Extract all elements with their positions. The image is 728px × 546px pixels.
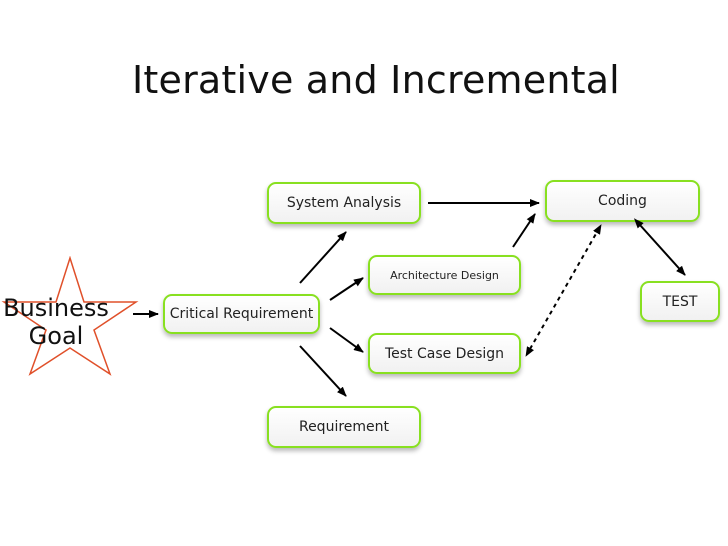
business-goal-line1: Business: [3, 294, 109, 322]
critical-requirement-node: Critical Requirement: [163, 294, 320, 334]
arrow-architecture-to-coding: [512, 213, 536, 248]
test-node: TEST: [640, 281, 720, 322]
business-goal-star: [1, 256, 139, 376]
arrow-critical-to-test-case: [329, 327, 364, 353]
arrow-coding-test: [633, 218, 686, 276]
requirement-node: Requirement: [267, 406, 421, 448]
test-case-design-node: Test Case Design: [368, 333, 521, 374]
arrow-critical-to-architecture: [329, 277, 364, 301]
arrow-critical-to-requirement: [299, 345, 347, 397]
business-goal-line2: Goal: [28, 322, 84, 350]
business-goal-label: Business Goal: [0, 294, 112, 350]
arrow-coding-test-case-dashed: [525, 224, 602, 357]
coding-node: Coding: [545, 180, 700, 222]
architecture-design-node: Architecture Design: [368, 255, 521, 295]
system-analysis-node: System Analysis: [267, 182, 421, 224]
page-title: Iterative and Incremental: [132, 58, 620, 102]
arrow-critical-to-system-analysis: [299, 231, 347, 284]
